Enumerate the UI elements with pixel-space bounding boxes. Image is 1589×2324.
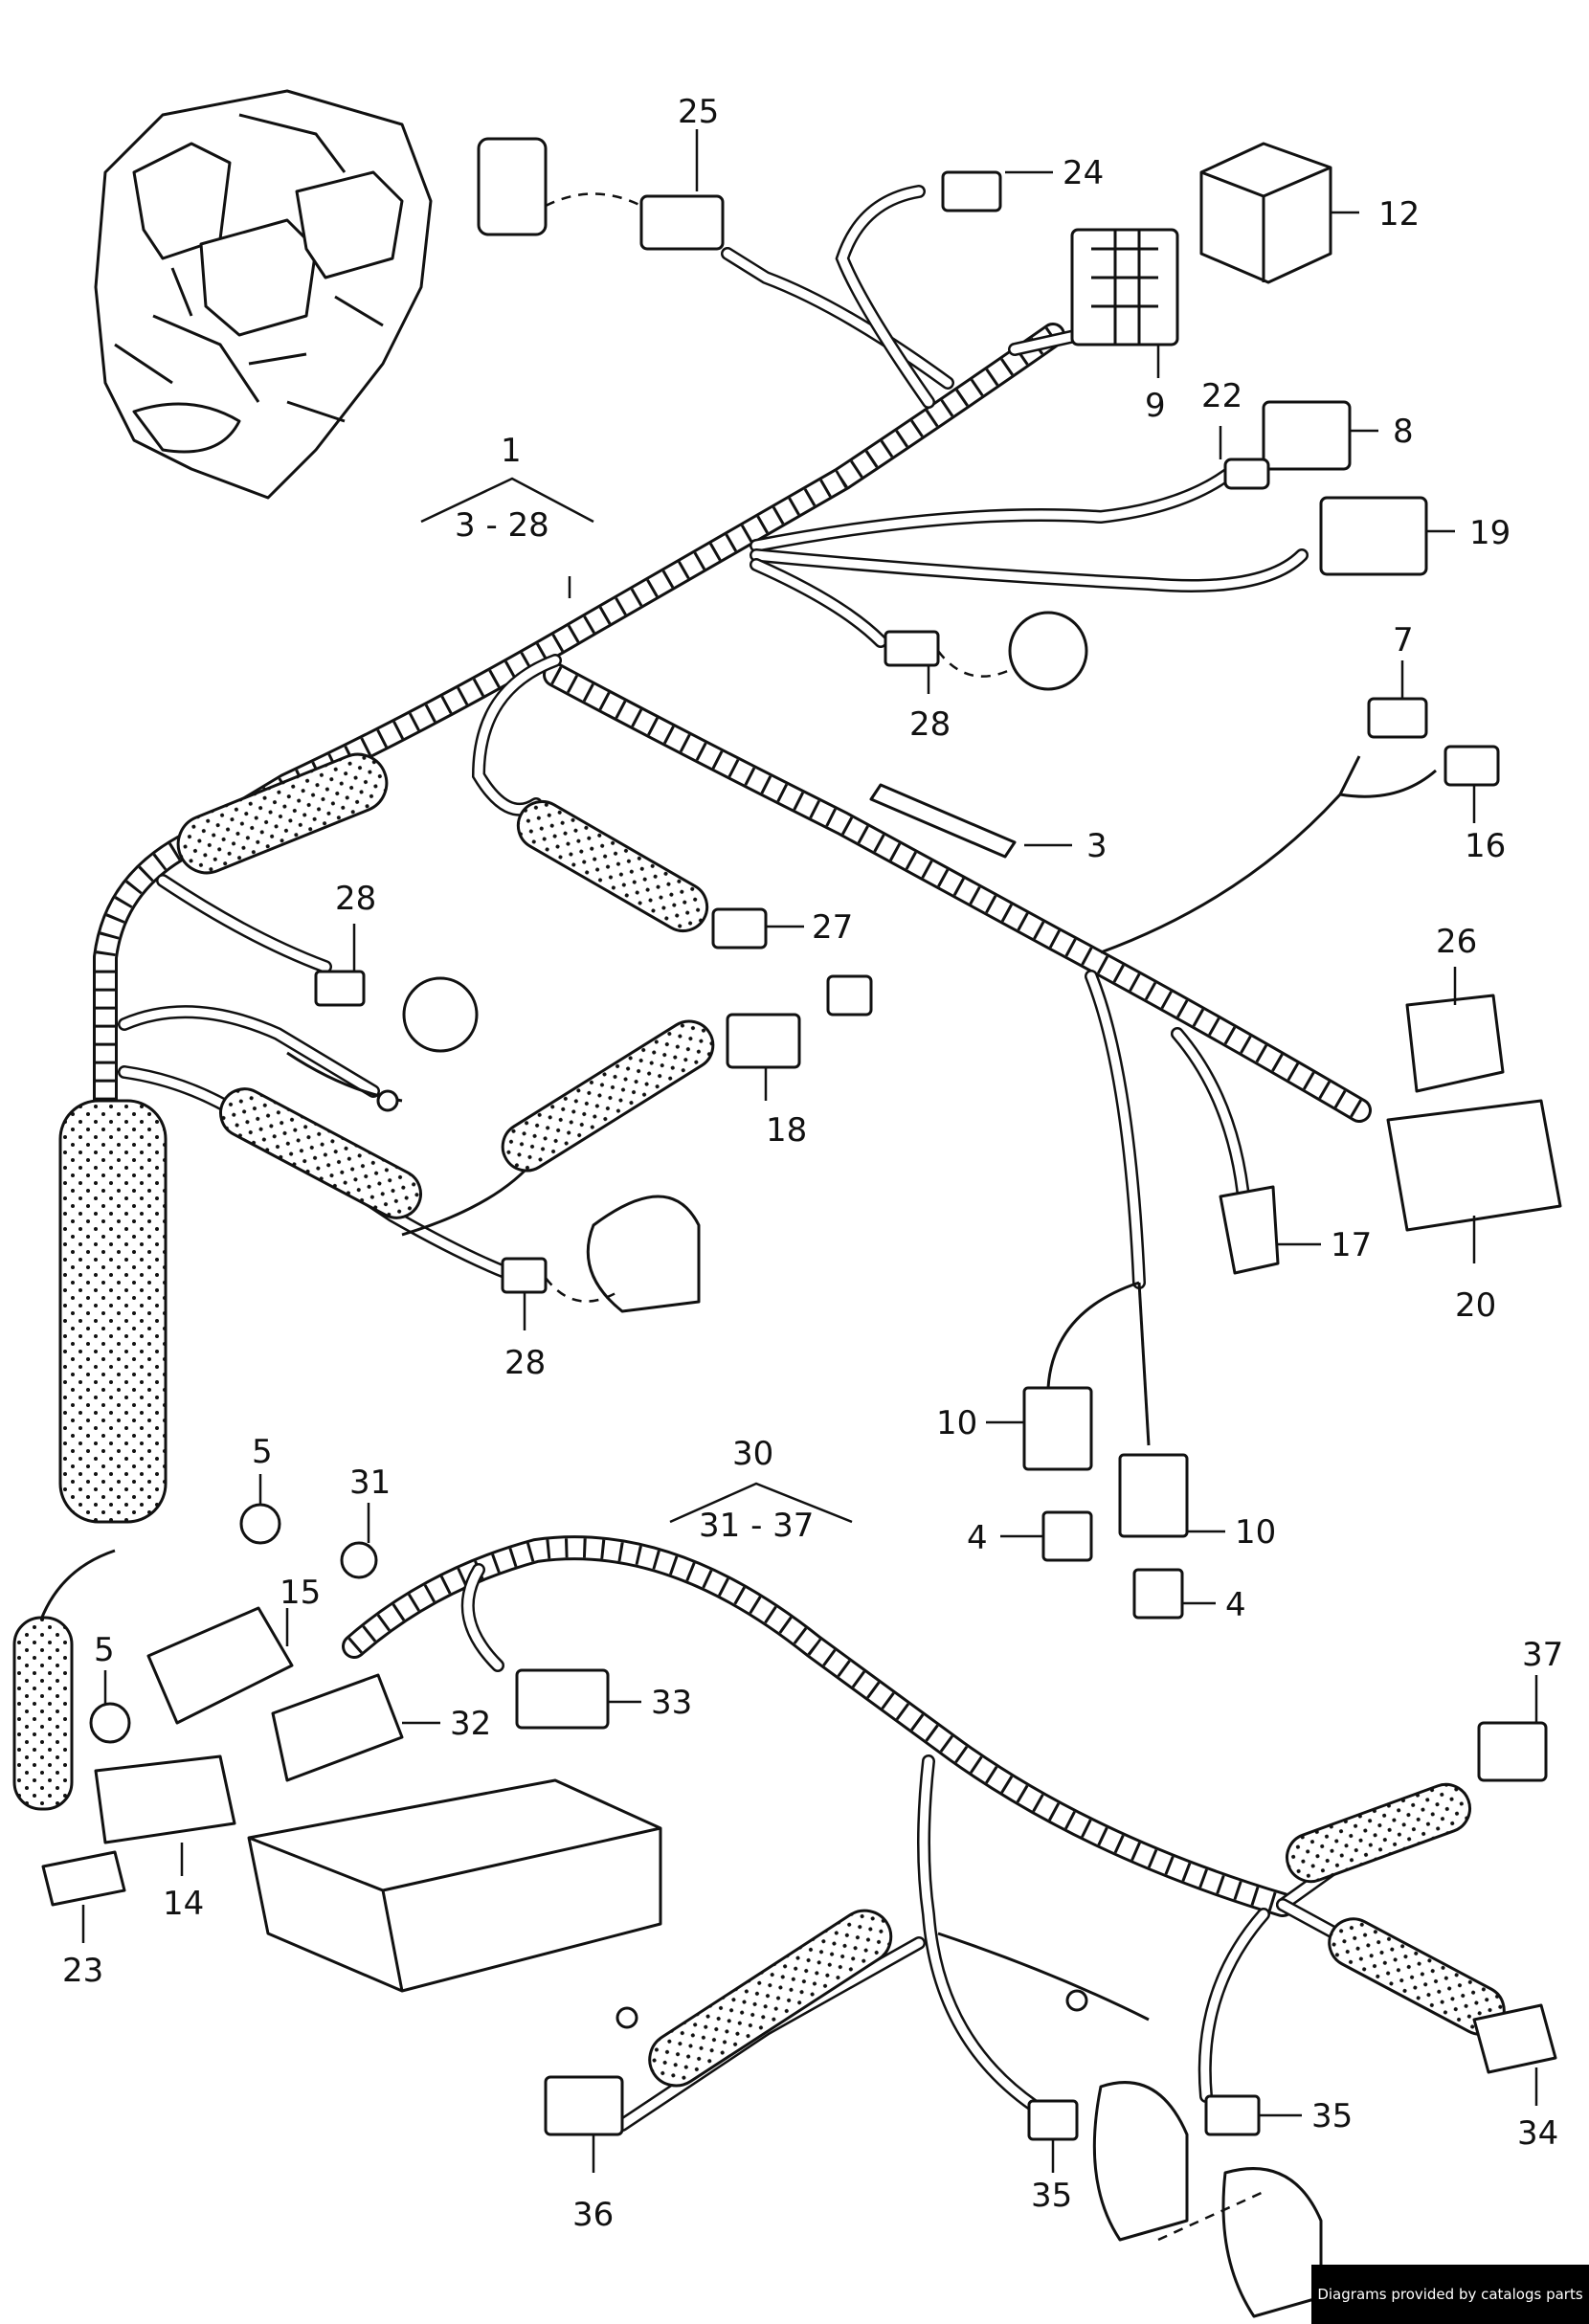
credit-banner: Diagrams provided by catalogs parts <box>1311 2265 1589 2324</box>
callout-5-top: 5 <box>252 1433 273 1471</box>
callout-16: 16 <box>1465 827 1506 865</box>
leader-lines <box>81 129 1538 2173</box>
callout-4-left: 4 <box>967 1519 988 1557</box>
connectors <box>41 137 1562 2318</box>
callout-10-right: 10 <box>1235 1513 1276 1552</box>
callout-5-low: 5 <box>94 1631 115 1669</box>
callout-28-low: 28 <box>504 1344 546 1382</box>
callout-24: 24 <box>1063 154 1104 192</box>
callout-1-range: 3 - 28 <box>455 506 549 545</box>
callout-27: 27 <box>812 908 853 947</box>
callout-3: 3 <box>1086 827 1108 865</box>
callout-10-left: 10 <box>936 1404 977 1442</box>
callout-33: 33 <box>651 1684 692 1722</box>
callout-18: 18 <box>766 1111 807 1150</box>
callout-32: 32 <box>450 1705 491 1743</box>
callout-35-left: 35 <box>1031 2177 1072 2215</box>
sleeves <box>12 752 715 1811</box>
callout-4-right: 4 <box>1225 1586 1246 1624</box>
callout-22: 22 <box>1201 377 1242 415</box>
callout-17: 17 <box>1331 1226 1372 1264</box>
callout-12: 12 <box>1378 195 1420 234</box>
callout-31: 31 <box>349 1464 391 1502</box>
callout-36: 36 <box>572 2196 614 2234</box>
callout-labels: 1 3 - 28 25 24 12 9 22 8 19 28 7 16 3 26… <box>62 93 1563 2234</box>
callout-30: 30 <box>732 1435 773 1473</box>
callout-37: 37 <box>1522 1636 1563 1674</box>
callout-34: 34 <box>1517 2114 1558 2153</box>
callout-35-right: 35 <box>1311 2097 1353 2135</box>
callout-19: 19 <box>1469 514 1511 552</box>
callout-20: 20 <box>1455 1286 1496 1325</box>
callout-30-range: 31 - 37 <box>699 1507 814 1545</box>
callout-7: 7 <box>1393 621 1414 659</box>
callout-28-top: 28 <box>909 705 951 744</box>
main-harness-1 <box>36 185 1437 1628</box>
lower-harness-30 <box>342 1535 1506 2132</box>
callout-14: 14 <box>163 1885 204 1923</box>
callout-8: 8 <box>1393 413 1414 451</box>
callout-23: 23 <box>62 1952 103 1990</box>
callout-26: 26 <box>1436 923 1477 961</box>
callout-15: 15 <box>280 1574 321 1612</box>
heater-unit-illustration <box>94 89 433 500</box>
callout-1: 1 <box>501 432 522 470</box>
callout-28-mid: 28 <box>335 880 376 918</box>
callout-9: 9 <box>1145 387 1166 425</box>
callout-25: 25 <box>678 93 719 131</box>
